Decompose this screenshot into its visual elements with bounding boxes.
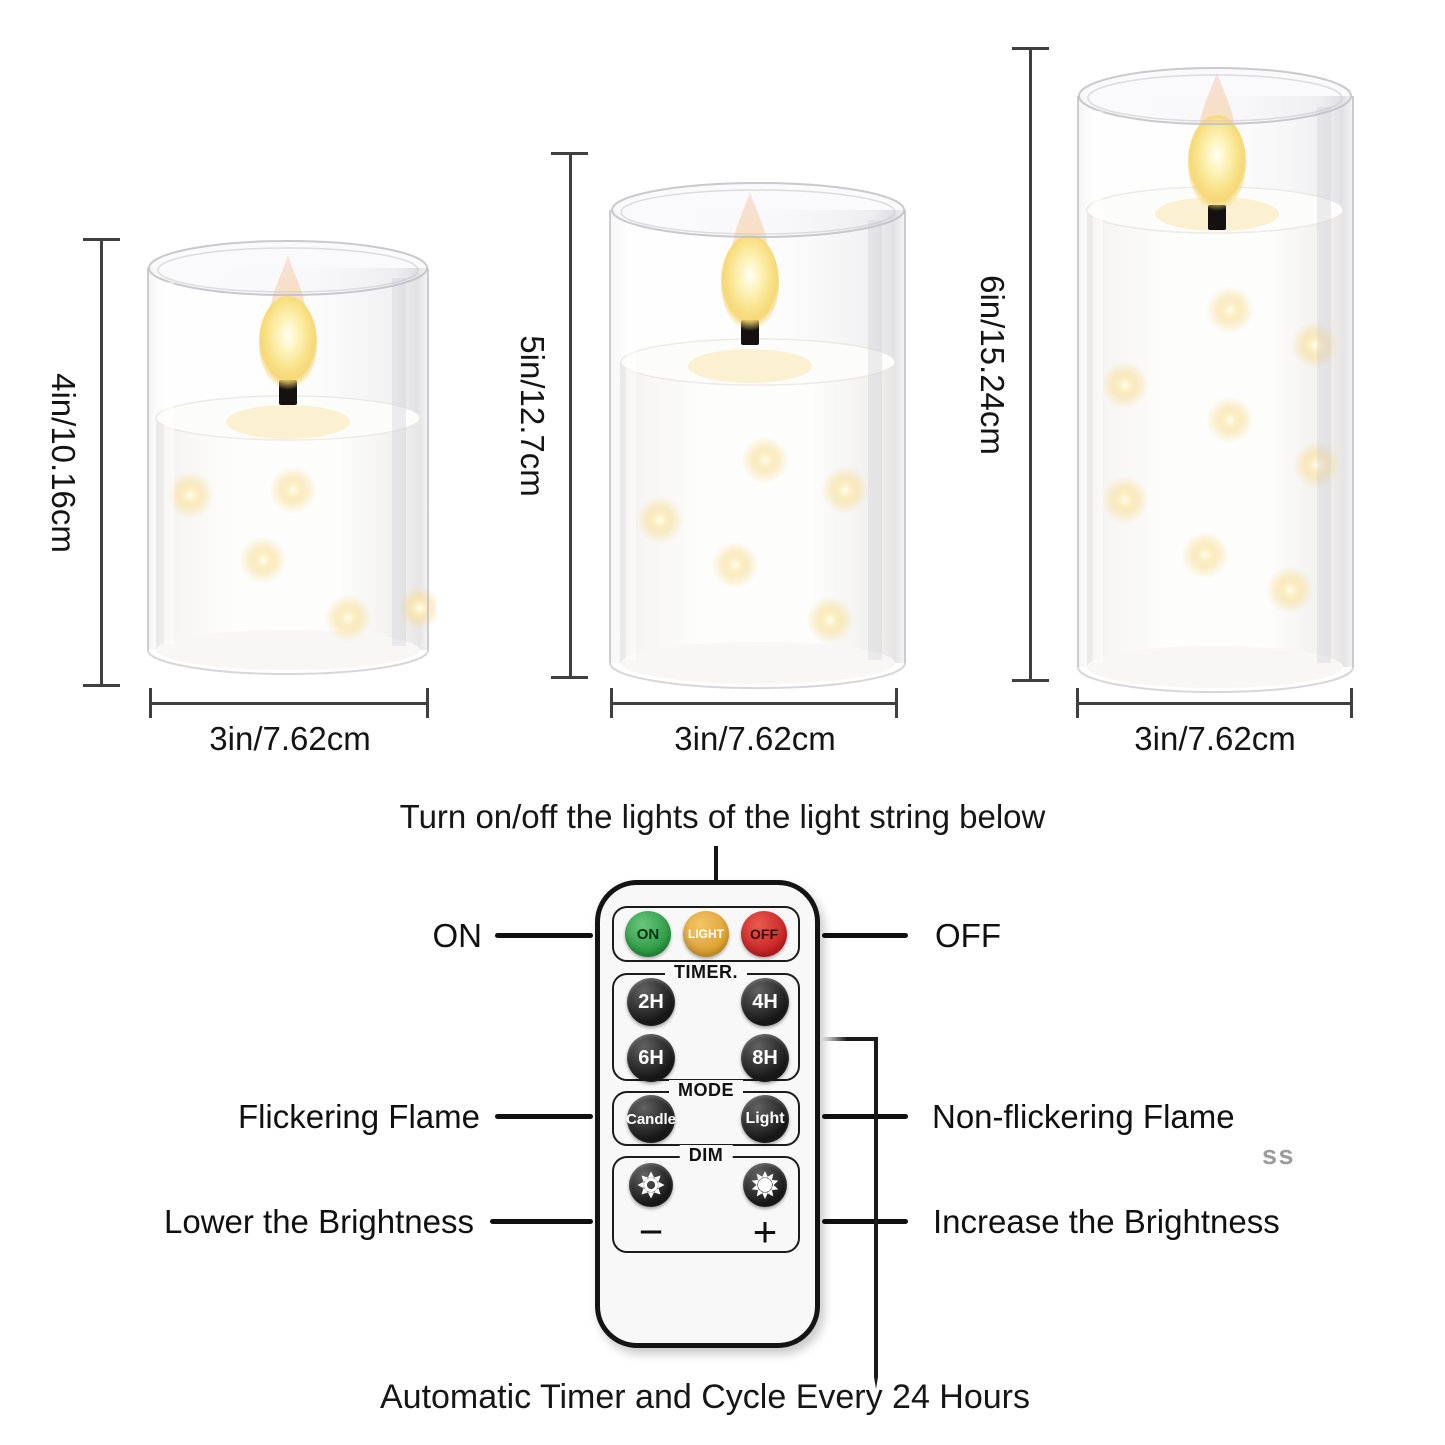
dim-down-button[interactable] [629, 1163, 673, 1207]
led-light [398, 586, 436, 630]
dim-minus-sign: − [638, 1208, 664, 1255]
mode-light-button[interactable]: Light [741, 1095, 789, 1143]
flame-glow [1188, 115, 1246, 211]
dim-up-icon [751, 1171, 779, 1199]
callout-flickering-flame: Flickering Flame [237, 1098, 480, 1135]
dimension-cap [83, 238, 120, 241]
led-light [636, 496, 684, 544]
led-light [806, 596, 854, 644]
callout-nonflickering-flame: Non-flickering Flame [932, 1098, 1235, 1135]
led-light [1293, 441, 1341, 489]
flame-glow [259, 296, 317, 390]
height-dimension-line-large [1029, 49, 1032, 681]
timer-section: TIMER. 2H 4H 6H 8H [612, 962, 800, 1082]
timer-8h-label: 8H [752, 1046, 778, 1069]
width-dimension-line-small [151, 702, 428, 705]
flame-glow [721, 235, 779, 331]
mode-light-label: Light [745, 1110, 785, 1127]
height-label-large: 6in/15.24cm [974, 275, 1011, 455]
callout-line-lower [490, 1219, 593, 1224]
callout-increase-brightness: Increase the Brightness [933, 1203, 1280, 1240]
led-light [1181, 531, 1229, 579]
led-light [166, 471, 214, 519]
candle-large [1077, 67, 1354, 694]
mode-candle-button[interactable]: Candle [626, 1095, 677, 1143]
dimension-cap [1012, 679, 1049, 682]
callout-line-flickering [495, 1114, 593, 1119]
dimension-cap [1076, 688, 1079, 718]
height-dimension-line-medium [569, 154, 572, 678]
led-light [1101, 476, 1149, 524]
dimension-cap [551, 152, 588, 155]
power-on-label: ON [636, 925, 660, 943]
candle-small [147, 240, 436, 675]
height-dimension-line-small [100, 240, 103, 686]
callout-line-nonflickering [822, 1114, 908, 1119]
width-dimension-line-medium [612, 702, 898, 705]
width-dimension-line-large [1078, 702, 1353, 705]
power-off-button[interactable]: OFF [741, 911, 787, 957]
dimension-cap [83, 684, 120, 687]
power-light-button[interactable]: LIGHT [683, 911, 729, 957]
timer-4h-button[interactable]: 4H [741, 978, 789, 1026]
timer-4h-label: 4H [752, 990, 778, 1013]
callout-line-increase [822, 1219, 908, 1224]
note-connector-line [714, 846, 718, 882]
dimension-cap [1012, 47, 1049, 50]
dim-up-button[interactable] [743, 1163, 787, 1207]
dimension-cap [610, 688, 613, 718]
led-light [821, 466, 869, 514]
power-light-label: LIGHT [688, 927, 724, 941]
dimension-cap [895, 688, 898, 718]
led-light [1101, 361, 1149, 409]
callout-line-on [495, 933, 593, 938]
remote-control: ON LIGHT OFF TIMER. 2H 4H 6H 8H [595, 880, 820, 1348]
mode-section: MODE Candle Light [612, 1080, 800, 1146]
width-label-medium: 3in/7.62cm [674, 720, 836, 757]
dimension-cap [1350, 688, 1353, 718]
power-on-button[interactable]: ON [625, 911, 671, 957]
dim-legend: DIM [679, 1145, 733, 1166]
led-light [1291, 321, 1339, 369]
callout-line-off [822, 933, 908, 938]
led-light [239, 536, 287, 584]
candle-medium [609, 182, 906, 690]
led-light [324, 594, 372, 642]
led-light [741, 436, 789, 484]
timer-8h-button[interactable]: 8H [741, 1034, 789, 1082]
timer-6h-button[interactable]: 6H [627, 1034, 675, 1082]
led-light [269, 466, 317, 514]
mode-legend: MODE [669, 1080, 743, 1101]
power-off-label: OFF [750, 926, 778, 942]
dim-section: DIM [612, 1145, 800, 1255]
width-label-small: 3in/7.62cm [209, 720, 371, 757]
timer-legend: TIMER. [665, 962, 747, 983]
dimension-cap [426, 688, 429, 718]
led-light [711, 541, 759, 589]
top-note: Turn on/off the lights of the light stri… [399, 798, 1046, 835]
power-section: ON LIGHT OFF [612, 906, 800, 962]
bottom-note: Automatic Timer and Cycle Every 24 Hours [379, 1378, 1031, 1416]
bracket-vertical-line [874, 1037, 878, 1389]
dim-plus-sign: + [752, 1208, 778, 1255]
mode-candle-label: Candle [626, 1110, 677, 1128]
callout-lower-brightness: Lower the Brightness [163, 1203, 474, 1240]
led-light [1266, 566, 1314, 614]
watermark: ss [1262, 1140, 1296, 1170]
dimension-cap [551, 676, 588, 679]
dimension-cap [149, 688, 152, 718]
timer-6h-label: 6H [638, 1046, 664, 1069]
wick [1208, 205, 1226, 230]
height-label-small: 4in/10.16cm [45, 373, 82, 553]
led-light [1206, 396, 1254, 444]
timer-2h-label: 2H [638, 990, 664, 1013]
dim-down-icon [637, 1171, 665, 1199]
callout-off: OFF [935, 917, 1001, 954]
height-label-medium: 5in/12.7cm [514, 335, 551, 497]
bracket-tick-line [822, 1037, 877, 1041]
timer-2h-button[interactable]: 2H [627, 978, 675, 1026]
width-label-large: 3in/7.62cm [1134, 720, 1296, 757]
led-light [1206, 286, 1254, 334]
callout-on: ON [432, 917, 483, 954]
